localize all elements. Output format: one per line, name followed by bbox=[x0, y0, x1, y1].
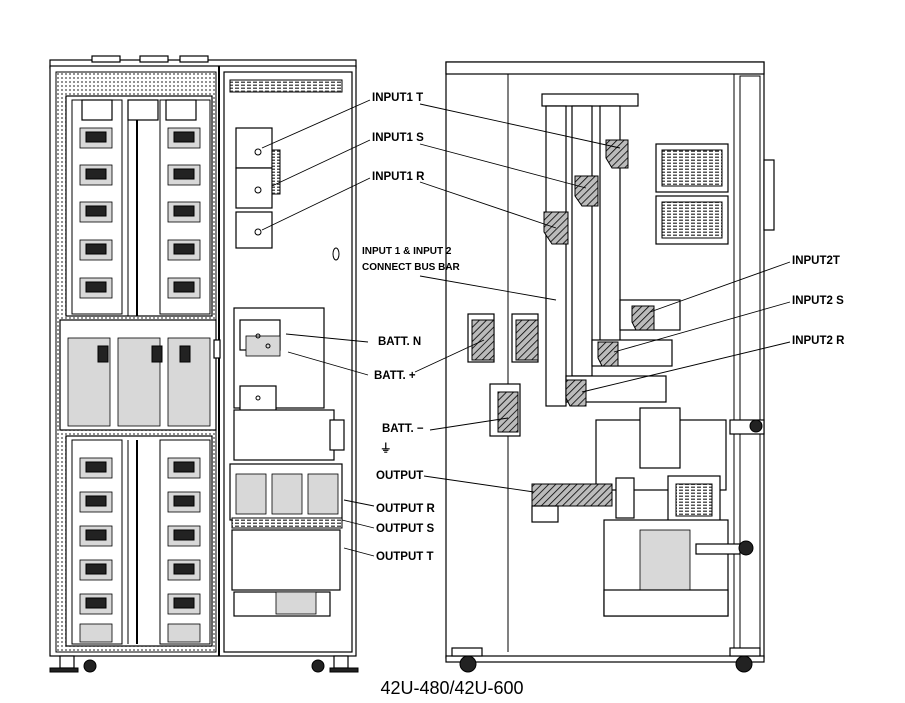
side-output-assembly bbox=[531, 407, 765, 617]
side-control-boards bbox=[655, 143, 729, 245]
front-feet bbox=[49, 655, 359, 673]
label-input2-t: INPUT2T bbox=[792, 255, 840, 267]
upper-power-modules bbox=[65, 95, 213, 317]
label-output-s: OUTPUT S bbox=[376, 523, 434, 535]
label-batt-minus: BATT. − bbox=[382, 423, 424, 435]
model-caption: 42U-480/42U-600 bbox=[380, 678, 523, 698]
middle-breaker-section bbox=[59, 319, 221, 431]
leader-lines bbox=[261, 99, 791, 557]
side-feet bbox=[445, 647, 765, 673]
label-input2-s: INPUT2 S bbox=[792, 295, 844, 307]
side-input-busbars bbox=[541, 93, 681, 407]
front-input-terminals bbox=[235, 127, 340, 261]
label-batt-plus: BATT. + bbox=[374, 370, 416, 382]
label-input1-r: INPUT1 R bbox=[372, 171, 425, 183]
label-output-t: OUTPUT T bbox=[376, 551, 434, 563]
front-battery-terminals bbox=[233, 307, 345, 461]
label-connect-bus-bar-line2: CONNECT BUS BAR bbox=[362, 262, 461, 273]
front-view-cabinet bbox=[49, 55, 359, 673]
front-output-breakers bbox=[229, 463, 343, 617]
label-input1-t: INPUT1 T bbox=[372, 92, 423, 104]
label-output-r: OUTPUT R bbox=[376, 503, 435, 515]
label-batt-n: BATT. N bbox=[378, 336, 421, 348]
lower-power-modules bbox=[65, 435, 213, 647]
side-battery-terminals bbox=[467, 313, 539, 437]
callout-labels: INPUT1 T INPUT1 S INPUT1 R INPUT 1 & INP… bbox=[362, 92, 845, 563]
label-input2-r: INPUT2 R bbox=[792, 335, 845, 347]
label-input1-s: INPUT1 S bbox=[372, 132, 424, 144]
label-output: OUTPUT bbox=[376, 470, 423, 482]
ground-symbol-icon: ⏚ bbox=[380, 442, 392, 455]
label-connect-bus-bar-line1: INPUT 1 & INPUT 2 bbox=[362, 246, 452, 257]
side-view-cabinet bbox=[445, 61, 775, 673]
